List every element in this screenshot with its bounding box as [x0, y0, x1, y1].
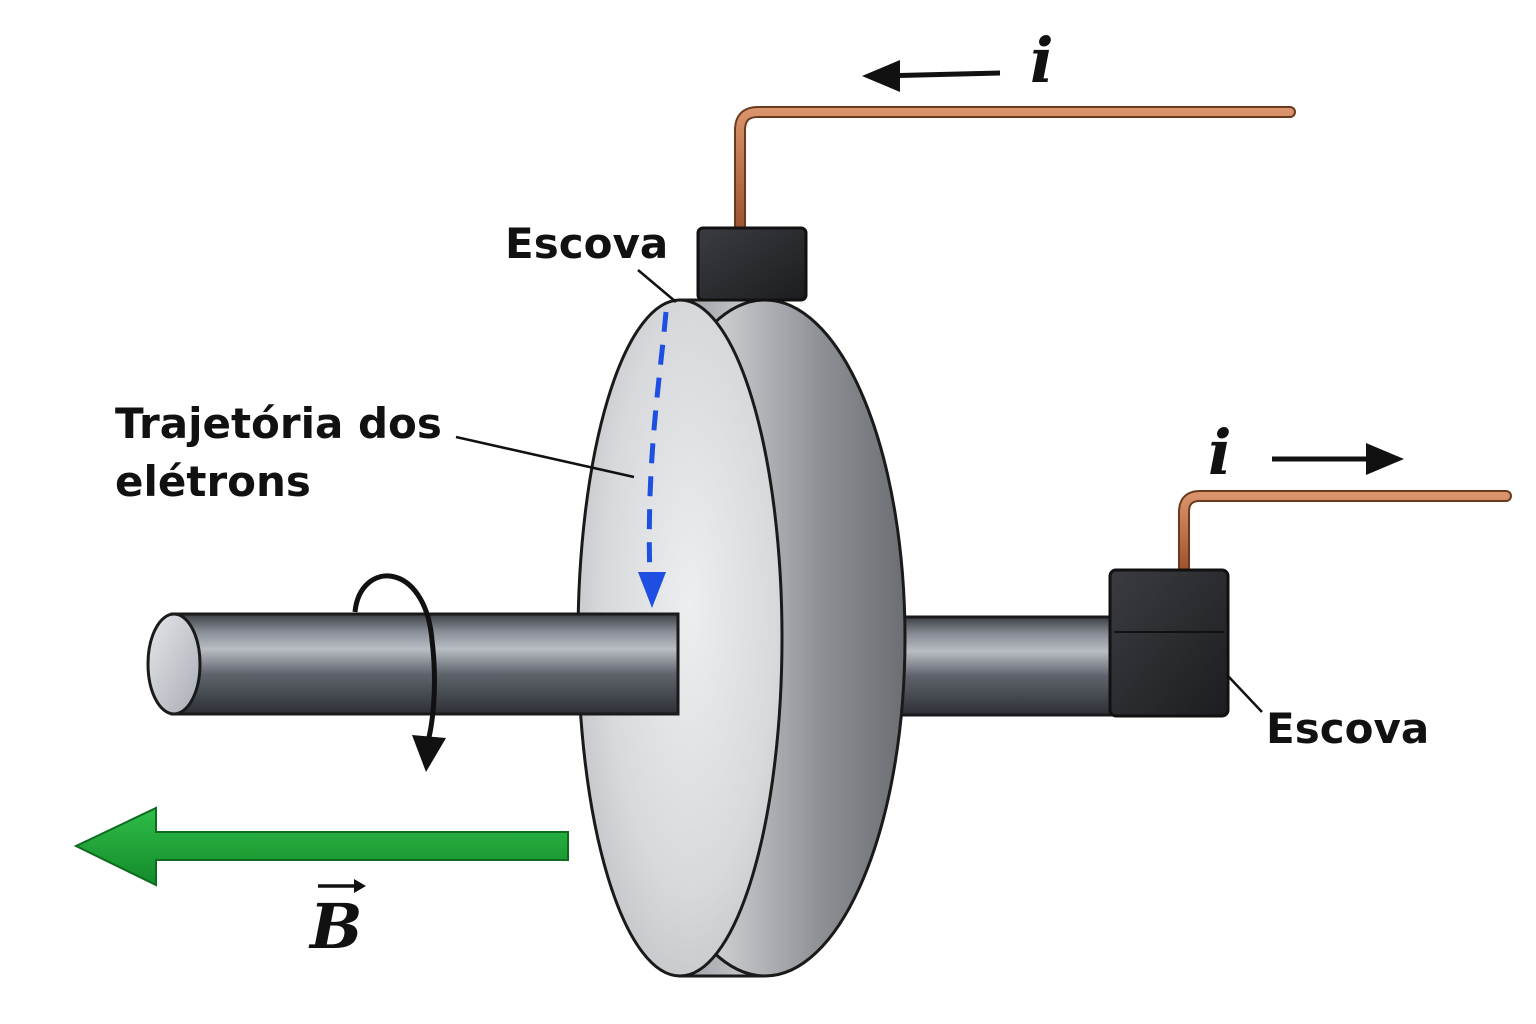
magnetic-field-arrow: [73, 806, 569, 887]
label-brush-top: Escova: [505, 219, 668, 268]
shaft-left: [146, 612, 680, 716]
rotation-arrow: [352, 573, 446, 772]
right-brush: [1108, 568, 1230, 718]
top-brush: [696, 226, 808, 302]
label-electron-path-line1: Trajetória dos: [115, 399, 442, 448]
top-brush-assembly: [696, 106, 1296, 302]
current-arrow-top: [862, 60, 1001, 92]
leader-line-electron-path: [455, 435, 635, 479]
right-wire: [1178, 490, 1512, 576]
label-field: B: [308, 890, 362, 963]
right-brush-assembly: [1108, 490, 1512, 718]
leader-line-right-brush: [1227, 675, 1263, 713]
field-symbol: B: [308, 879, 366, 963]
shaft-end-cap: [146, 612, 202, 716]
shaft-right: [878, 615, 1122, 717]
leader-line-top-brush: [637, 269, 677, 303]
label-electron-path-line2: elétrons: [115, 457, 311, 506]
top-wire: [734, 106, 1296, 234]
electron-path-arrow: [638, 311, 669, 608]
label-current-top: i: [1030, 24, 1054, 97]
label-brush-right: Escova: [1266, 704, 1429, 753]
label-current-right: i: [1208, 416, 1232, 489]
current-arrow-right: [1272, 443, 1404, 475]
